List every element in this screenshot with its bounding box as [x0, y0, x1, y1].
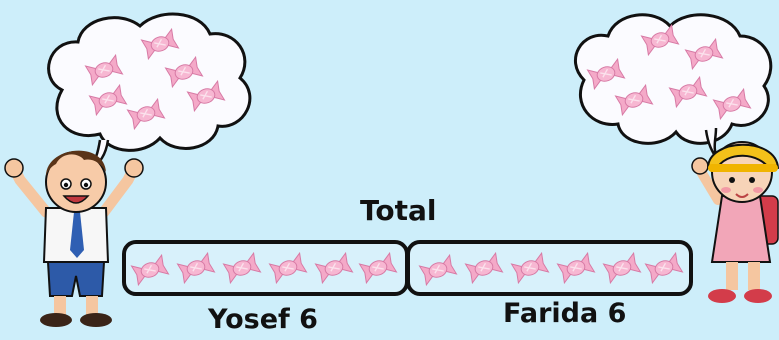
farida-label: Farida 6: [503, 298, 627, 329]
yosef-character: [4, 150, 144, 327]
farida-bar: [406, 240, 693, 296]
yosef-thought-cloud: [47, 12, 252, 171]
farida-character: [691, 141, 779, 303]
total-label: Total: [360, 194, 437, 227]
yosef-bar: [122, 240, 409, 296]
yosef-label: Yosef 6: [208, 304, 318, 335]
farida-thought-cloud: [573, 13, 773, 161]
